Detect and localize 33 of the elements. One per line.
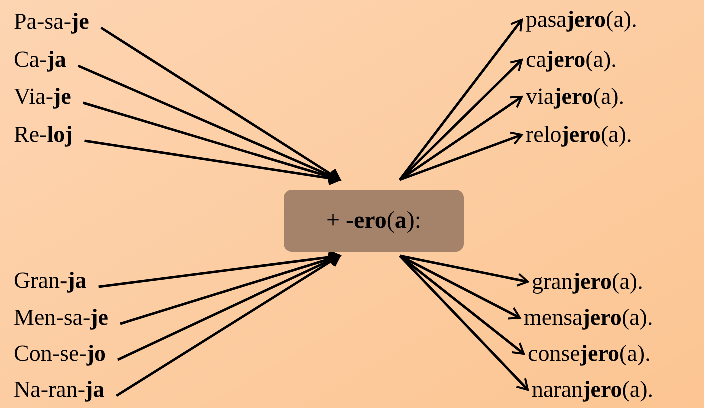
word-label: Men-sa-je <box>14 304 109 332</box>
word-label: mensajero(a). <box>524 304 654 332</box>
word-label: Pa-sa-je <box>14 8 90 36</box>
arrow <box>117 254 341 362</box>
arrow <box>400 132 523 182</box>
arrow <box>399 255 525 355</box>
arrow <box>399 255 529 391</box>
word-label: pasajero(a). <box>526 6 638 34</box>
word-label: Via-je <box>14 83 72 111</box>
word-label: Re-loj <box>14 121 73 149</box>
arrow <box>399 19 523 181</box>
arrow <box>78 64 341 182</box>
arrow <box>100 26 341 182</box>
arrow <box>399 59 523 181</box>
arrow <box>98 250 341 288</box>
word-label: viajero(a). <box>526 83 625 111</box>
word-label: cajero(a). <box>526 46 617 74</box>
word-label: Gran-ja <box>14 267 87 295</box>
suffix-box: + -ero(a): <box>284 190 464 252</box>
arrow <box>399 96 523 182</box>
word-label: Con-se-jo <box>14 340 106 368</box>
arrow <box>399 254 521 320</box>
word-label: Na-ran-ja <box>14 376 105 404</box>
word-label: consejero(a). <box>528 340 651 368</box>
arrow <box>84 140 341 186</box>
word-label: Ca-ja <box>14 46 66 74</box>
word-label: naranjero(a). <box>532 376 654 404</box>
arrow <box>116 254 341 398</box>
word-label: relojero(a). <box>526 121 632 149</box>
arrow <box>83 102 341 184</box>
arrow <box>400 254 529 287</box>
arrow <box>120 252 341 326</box>
word-label: granjero(a). <box>532 268 644 296</box>
